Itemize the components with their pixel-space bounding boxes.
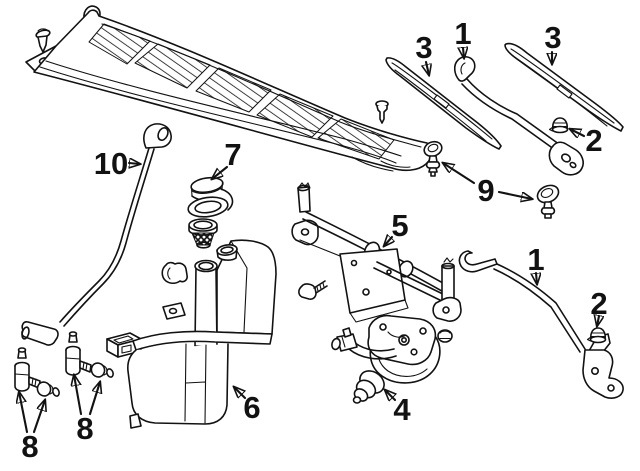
callout-label-6-washer-reservoir: 6: [243, 390, 260, 425]
callout-label-2-pivot-cap-nut-rear: 2: [590, 286, 607, 321]
motor-plug: [437, 329, 453, 343]
cowl-screw: [375, 100, 389, 124]
callout-label-2-pivot-cap-nut-front: 2: [585, 123, 602, 158]
washer-nozzle-right: [536, 184, 560, 219]
pivot-cap-nut-front: [548, 117, 569, 134]
wiper-linkage: [291, 182, 462, 323]
wiper-blade-left: [385, 57, 502, 150]
cowl-vent-grille-panel: [25, 5, 433, 172]
callout-arrow-washer-reservoir: [234, 387, 247, 400]
linkage-bolt: [298, 280, 328, 300]
callout-arrow-washer-pump-right: [88, 382, 100, 416]
callout-label-4-wiper-motor: 4: [393, 392, 411, 427]
pivot-cap-nut-rear: [586, 327, 607, 344]
washer-reservoir: [127, 239, 277, 429]
callout-arrow-washer-hose: [127, 163, 140, 164]
callout-arrow-washer-nozzles: [497, 190, 532, 199]
hose-clip: [161, 261, 188, 285]
push-pin-screw: [35, 28, 51, 53]
callout-label-5-wiper-linkage: 5: [391, 208, 408, 243]
callout-arrow-washer-nozzles: [443, 163, 476, 185]
callout-arrow-wiper-linkage: [384, 237, 392, 246]
callout-label-3-wiper-blade-right: 3: [544, 20, 561, 55]
callout-arrow-washer-pump-left: [19, 392, 29, 434]
callout-arrow-wiper-motor: [385, 390, 395, 400]
wiper-blade-right: [504, 42, 624, 132]
callout-arrow-washer-pump-left: [32, 400, 45, 434]
callout-label-3-wiper-blade-left: 3: [415, 30, 432, 65]
callout-arrow-wiper-blade-left: [426, 60, 429, 75]
callout-label-1-wiper-arm-rear: 1: [527, 242, 544, 277]
callout-arrow-pivot-cap-nut-front: [570, 129, 586, 136]
callout-arrow-wiper-arm-rear: [536, 271, 537, 284]
wiper-arm-front: [453, 56, 584, 176]
callout-arrow-washer-pump-right: [74, 375, 83, 416]
callout-label-8-washer-pump-right: 8: [76, 411, 93, 446]
reservoir-cap: [187, 176, 234, 218]
callout-arrow-reservoir-cap: [212, 165, 229, 179]
washer-hose: [21, 123, 172, 346]
callout-label-1-wiper-arm-front: 1: [454, 16, 471, 51]
callout-label-9-washer-nozzles: 9: [477, 173, 494, 208]
callout-label-8-washer-pump-left: 8: [21, 429, 38, 464]
callout-label-7-reservoir-cap: 7: [224, 137, 241, 172]
callout-arrow-wiper-arm-front: [463, 48, 464, 58]
washer-nozzle-left: [423, 140, 443, 177]
washer-pump-left: [14, 347, 62, 399]
filler-funnel-filter: [188, 218, 218, 249]
callout-arrow-pivot-cap-nut-rear: [597, 316, 599, 326]
callout-label-10-washer-hose: 10: [94, 146, 128, 181]
wiper-motor: [331, 314, 441, 404]
